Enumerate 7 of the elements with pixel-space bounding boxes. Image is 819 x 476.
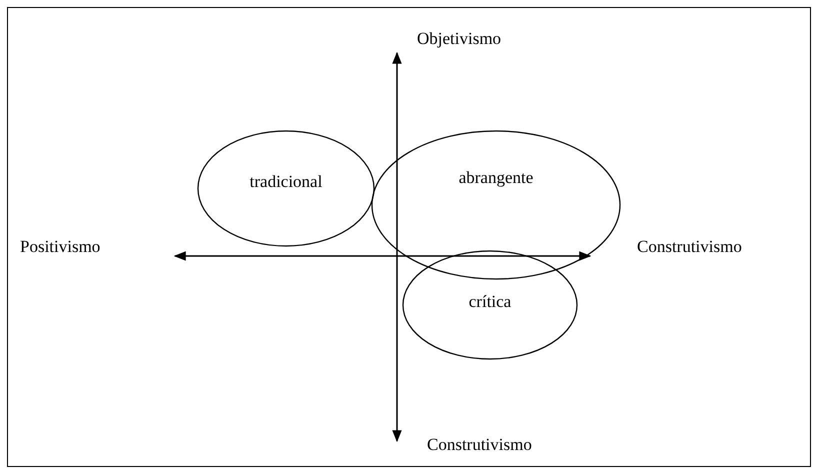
ellipse-label: tradicional	[248, 172, 324, 192]
axis-label: Construtivismo	[427, 435, 532, 455]
axis-label: Positivismo	[20, 237, 100, 257]
axis-label: Objetivismo	[417, 29, 502, 49]
ellipse-label: crítica	[468, 292, 512, 312]
ellipse-label: abrangente	[458, 168, 534, 188]
axis-label: Construtivismo	[637, 237, 742, 257]
